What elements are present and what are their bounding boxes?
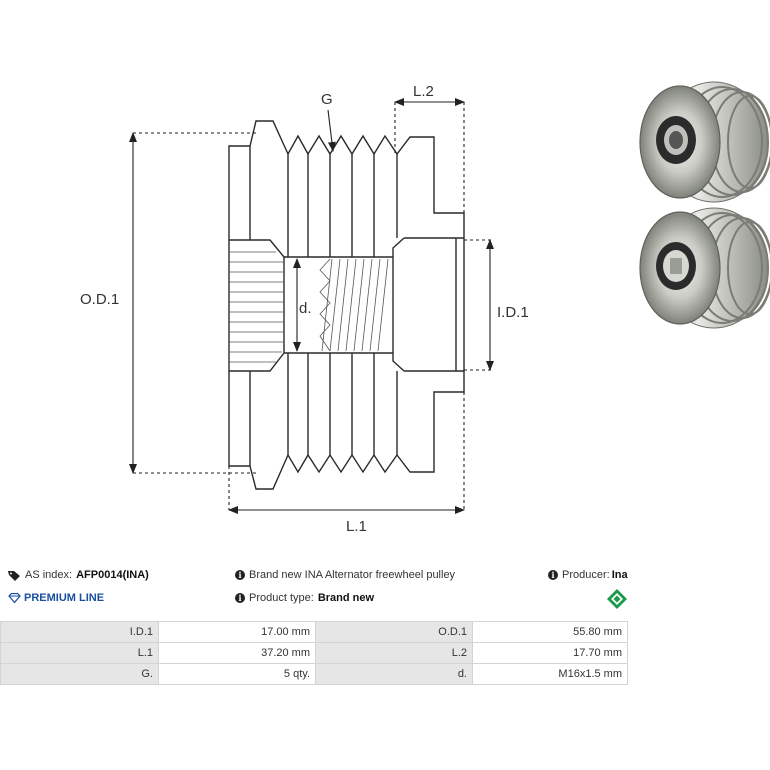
label-l1: L.1: [346, 518, 367, 535]
info-row-2: PREMIUM LINE i Product type: Brand new: [0, 589, 770, 612]
spec-table: I.D.1 17.00 mm O.D.1 55.80 mm L.1 37.20 …: [0, 621, 628, 685]
label-id1: I.D.1: [497, 304, 529, 321]
premium-line: PREMIUM LINE: [8, 592, 104, 604]
producer-value: Ina: [611, 569, 628, 581]
label-g: G: [321, 91, 333, 108]
label-od1: O.D.1: [80, 291, 119, 308]
info-icon: i: [548, 570, 558, 580]
product-type: i Product type: Brand new: [235, 592, 374, 604]
spec-value: 37.20 mm: [158, 642, 316, 664]
description: i Brand new INA Alternator freewheel pul…: [235, 569, 455, 581]
pulley-outline: [228, 120, 465, 490]
spline-hatch: [229, 251, 284, 363]
as-index-value: AFP0014(INA): [76, 569, 149, 581]
tag-icon: [8, 570, 20, 581]
info-icon: i: [235, 570, 245, 580]
ina-logo-icon: [606, 588, 628, 610]
spec-key: I.D.1: [0, 621, 159, 643]
spec-value: 5 qty.: [158, 663, 316, 685]
spec-key: L.1: [0, 642, 159, 664]
premium-line-label: PREMIUM LINE: [24, 592, 105, 604]
label-d: d.: [299, 300, 312, 317]
producer: i Producer: Ina: [548, 569, 628, 581]
diamond-icon: [8, 593, 21, 603]
as-index: AS index: AFP0014(INA): [8, 569, 149, 581]
info-row-1: AS index: AFP0014(INA) i Brand new INA A…: [0, 569, 770, 589]
spec-value: 17.70 mm: [472, 642, 628, 664]
label-l2: L.2: [413, 83, 434, 100]
product-type-label: Product type:: [249, 592, 314, 604]
dimension-lines: [129, 98, 494, 514]
product-type-value: Brand new: [317, 592, 375, 604]
pulley-technical-drawing: G L.2 O.D.1 I.D.1 d. L.1: [80, 81, 770, 535]
table-row: G. 5 qty. d. M16x1.5 mm: [0, 663, 628, 685]
spec-key: L.2: [315, 642, 473, 664]
spec-value: 55.80 mm: [472, 621, 628, 643]
spec-key: O.D.1: [315, 621, 473, 643]
spec-key: G.: [0, 663, 159, 685]
thread-hatch: [319, 258, 389, 352]
as-index-label: AS index:: [25, 569, 73, 581]
spec-value: 17.00 mm: [158, 621, 316, 643]
spec-key: d.: [315, 663, 473, 685]
pulley-photo-angled: [639, 207, 770, 329]
pulley-photo-front: [639, 81, 770, 203]
description-text: Brand new INA Alternator freewheel pulle…: [249, 569, 456, 581]
table-row: L.1 37.20 mm L.2 17.70 mm: [0, 642, 628, 664]
producer-label: Producer:: [562, 569, 610, 581]
info-icon: i: [235, 593, 245, 603]
spec-value: M16x1.5 mm: [472, 663, 628, 685]
table-row: I.D.1 17.00 mm O.D.1 55.80 mm: [0, 621, 628, 643]
